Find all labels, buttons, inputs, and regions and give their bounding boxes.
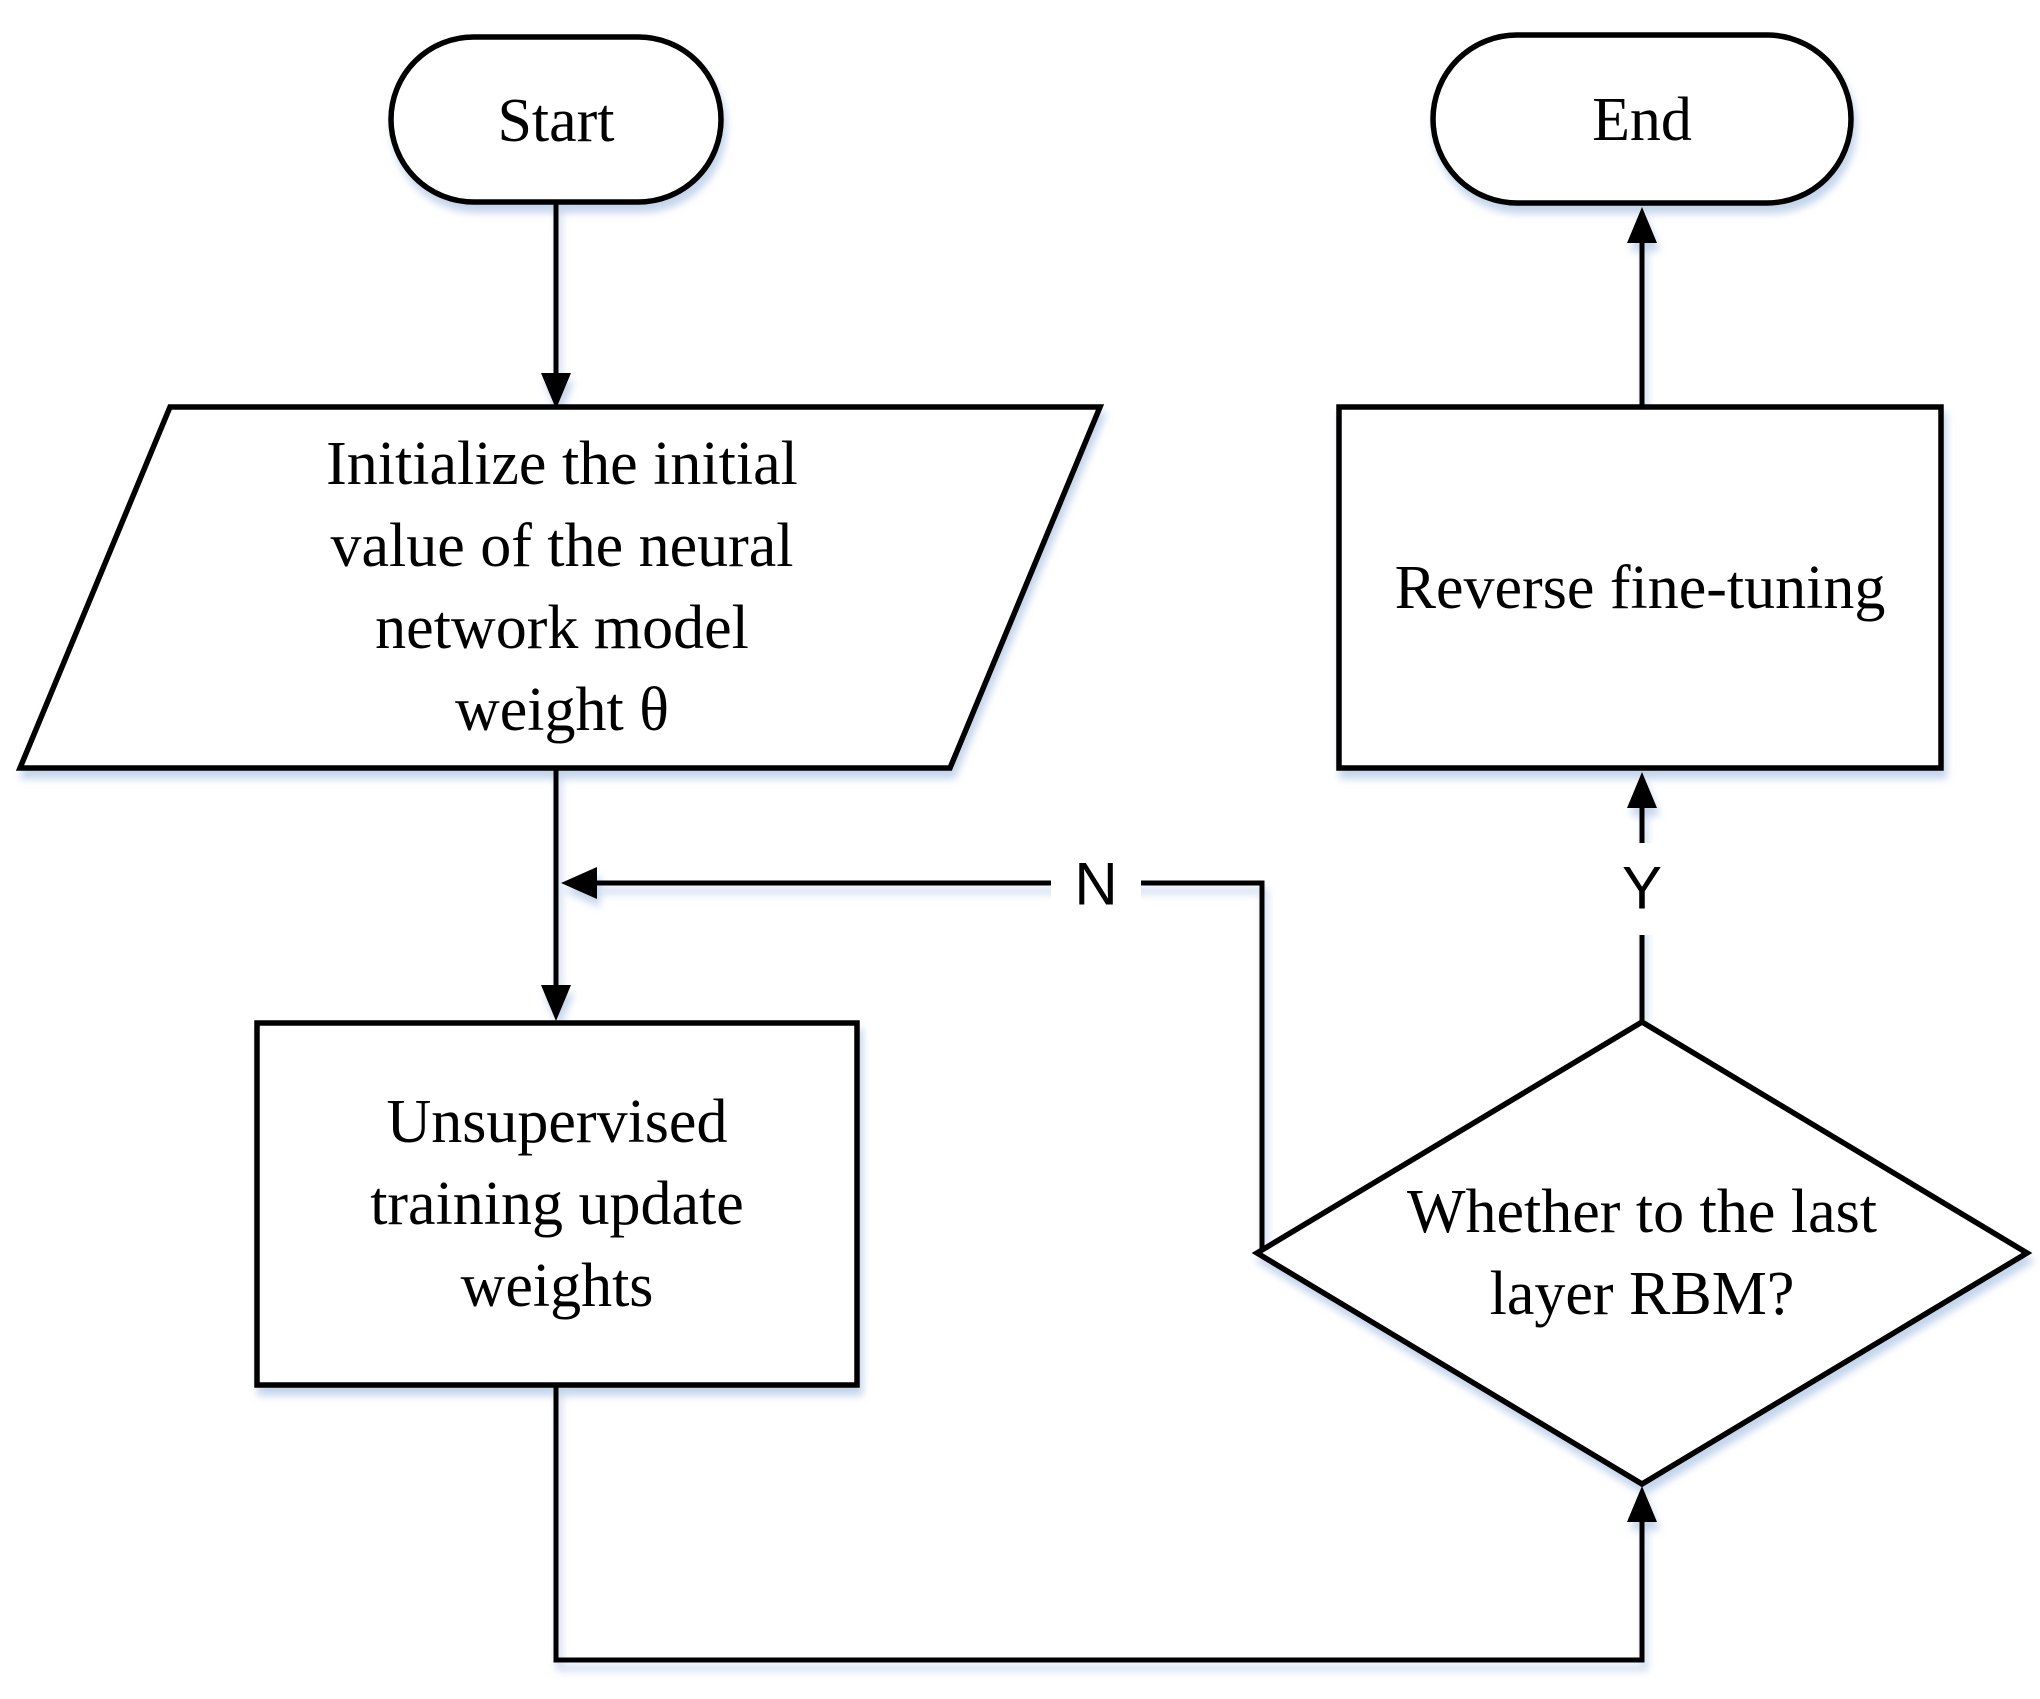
edge-unsupervised-to-decision [553,1385,1645,1663]
edge-label-yes: Y [1622,855,1662,922]
edge-no-path [597,880,1265,1253]
unsupervised-node-label-line2: training update [370,1170,744,1238]
decision-node-label-line2: layer RBM? [1490,1260,1795,1328]
init-node-shape [15,404,1105,771]
end-node-shape [1430,32,1854,206]
unsupervised-node-label-line3: weights [461,1252,654,1320]
unsupervised-node-label-line1: Unsupervised [387,1088,728,1156]
arrowhead-init-to-unsupervised [541,985,571,1021]
init-node-label-line4: weight θ [455,676,669,744]
edge-label-yes-gap [1608,843,1676,935]
flowchart-geometry [15,32,2033,1663]
end-node-label: End [1592,86,1692,154]
arrowhead-yes-path [1627,772,1657,808]
init-node-label-line1: Initialize the initial [326,430,798,498]
arrowhead-reverse-to-end [1627,207,1657,243]
unsupervised-node-shape [254,1020,860,1388]
init-node-label-line2: value of the neural [330,512,793,580]
edge-label-no: N [1074,851,1117,918]
reverse-node-shape [1336,404,1944,771]
decision-node-shape [1251,1018,2033,1488]
edge-label-no-gap [1051,851,1141,915]
arrowhead-unsupervised-to-decision [1627,1486,1657,1522]
arrowhead-start-to-init [541,373,571,409]
start-node-shape [388,34,724,205]
init-node-label-line3: network model [375,594,749,662]
reverse-node-label: Reverse fine-tuning [1395,554,1886,622]
flowchart-text-layer: Start Initialize the initial value of th… [326,86,1885,1328]
start-node-label: Start [497,87,614,155]
arrowhead-no-path [561,867,597,899]
decision-node-label-line1: Whether to the last [1407,1178,1877,1246]
